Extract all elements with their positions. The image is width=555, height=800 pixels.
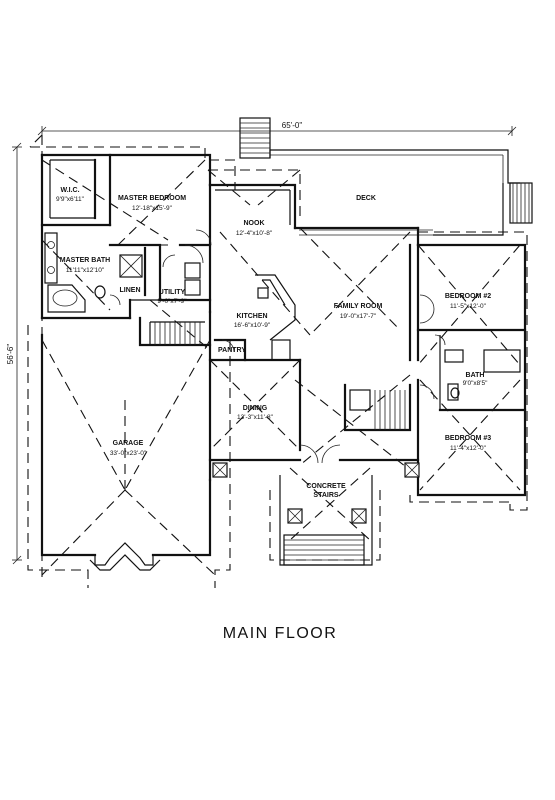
bath-size: 9'0"x8'5" [463, 380, 488, 387]
dimension-width: 65'-0" [37, 121, 517, 136]
pantry-label: PANTRY [218, 347, 246, 354]
wic-size: 9'9"x6'11" [56, 196, 85, 203]
stairs-label-line2: STAIRS [313, 492, 338, 499]
stairs-label-line1: CONCRETE [306, 483, 346, 490]
dimension-depth: 56'-6" [6, 142, 22, 565]
master-bedroom-label: MASTER BEDROOM [118, 195, 186, 202]
master-bath-size: 11'11"x12'10" [66, 267, 105, 274]
master-bedroom-size: 12'-18"x15'-9" [132, 205, 173, 212]
columns [212, 462, 420, 524]
wic-label: W.I.C. [60, 187, 79, 194]
bedroom2-label: BEDROOM #2 [445, 293, 491, 300]
dining-size: 13'-3"x11'-8" [237, 414, 274, 421]
utility-label: UTILITY [159, 289, 186, 296]
plan-title: MAIN FLOOR [223, 625, 338, 642]
family-room-size: 19'-0"x17'-7" [340, 313, 377, 320]
family-room-label: FAMILY ROOM [334, 303, 383, 310]
doors [109, 229, 446, 464]
nook-label: NOOK [244, 220, 265, 227]
nook-size: 12'-4"x10'-8" [236, 230, 273, 237]
overall-width-label: 65'-0" [282, 121, 303, 130]
linen-label: LINEN [120, 287, 141, 294]
fixtures [44, 232, 460, 399]
deck [239, 117, 533, 236]
room-labels: W.I.C. 9'9"x6'11" MASTER BEDROOM 12'-18"… [56, 187, 491, 499]
bath-label: BATH [466, 372, 485, 379]
front-porch [279, 475, 373, 566]
garage-size: 33'-0"x23'-0" [110, 450, 147, 457]
garage-label: GARAGE [113, 440, 144, 447]
kitchen-size: 16'-6"x10'-9" [234, 322, 271, 329]
bedroom2-size: 11'-5"x12'-0" [450, 303, 487, 310]
bedroom3-label: BEDROOM #3 [445, 435, 491, 442]
overall-depth-label: 56'-6" [6, 344, 15, 365]
walls [40, 153, 527, 571]
bedroom3-size: 11'-4"x12'-0" [450, 445, 487, 452]
deck-label: DECK [356, 195, 376, 202]
utility-size: 9'-0"x7'-9" [157, 298, 187, 305]
dining-label: DINING [243, 405, 268, 412]
master-bath-label: MASTER BATH [60, 257, 110, 264]
kitchen-label: KITCHEN [236, 313, 267, 320]
